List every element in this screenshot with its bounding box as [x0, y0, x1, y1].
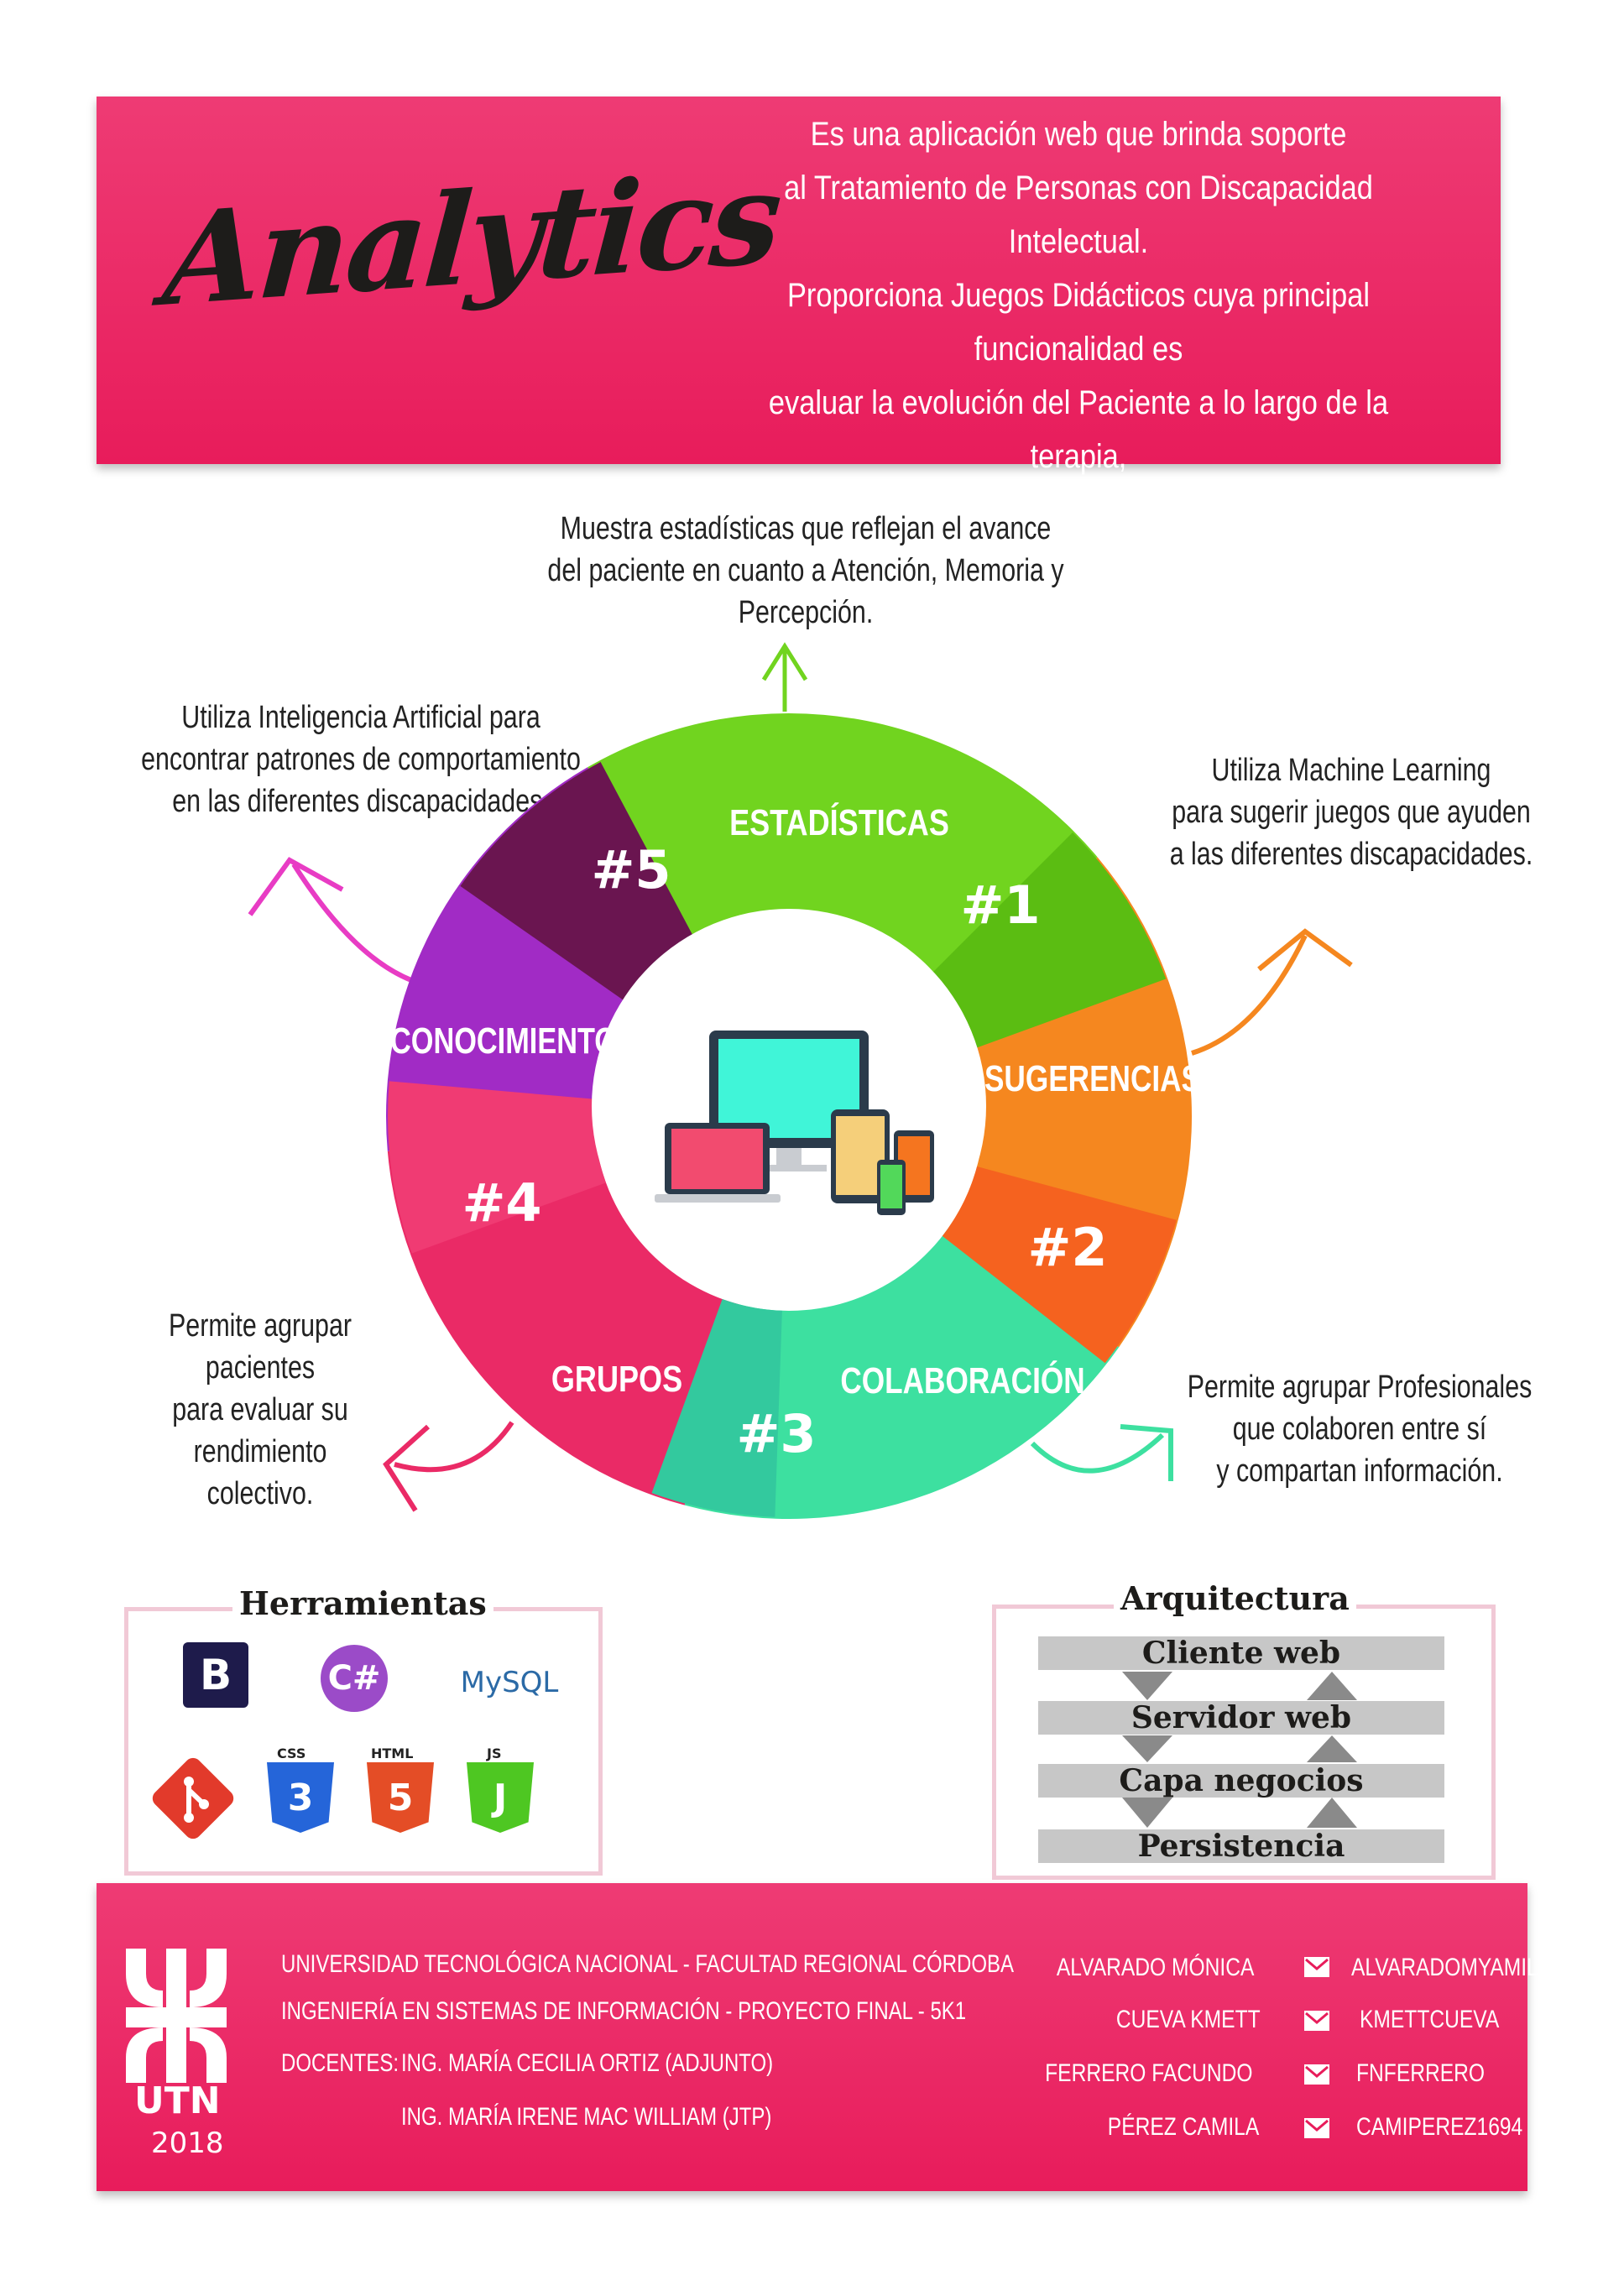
css3-label: CSS [277, 1745, 306, 1761]
devices-icon [655, 1031, 934, 1215]
html5-icon: 5 [367, 1762, 434, 1833]
mysql-icon: MySQL [460, 1666, 559, 1699]
app-description: Es una aplicación web que brinda soporte… [761, 116, 1396, 582]
number-label-5: #5 [591, 839, 671, 900]
footer-banner [97, 1883, 1527, 2191]
number-label-4: #4 [462, 1172, 541, 1234]
arrow-colaboracion [1030, 1424, 1173, 1481]
segment-label-grupos: GRUPOS [551, 1359, 682, 1400]
js-label: JS [487, 1745, 502, 1761]
footer-docente-1: ING. MARÍA CECILIA ORTIZ (ADJUNTO) [401, 2049, 774, 2077]
number-label-3: #3 [736, 1403, 816, 1464]
footer-year: 2018 [151, 2126, 224, 2160]
tools-title: Herramientas [232, 1584, 493, 1622]
arrow-conocimiento [248, 857, 413, 983]
bubble-1 [927, 832, 1167, 1050]
bubble-4 [388, 1081, 606, 1254]
bubble-5 [460, 761, 698, 1004]
arrow-grupos [383, 1421, 514, 1512]
ring-number-bubbles [388, 761, 1177, 1517]
header-banner [97, 97, 1501, 464]
author-name: FERRERO FACUNDO [1045, 2059, 1253, 2087]
annotation-conocimiento: Utiliza Inteligencia Artificial para enc… [141, 700, 581, 819]
annotation-grupos: Permite agrupar pacientes para evaluar s… [169, 1308, 352, 1511]
number-label-1: #1 [960, 874, 1040, 936]
architecture-title: Arquitectura [1114, 1579, 1356, 1617]
bubble-3 [651, 1299, 782, 1517]
utn-logo-icon [126, 1949, 227, 2083]
segment-colaboracion [684, 1228, 1120, 1519]
author-email[interactable]: CAMIPEREZ1694 [1356, 2113, 1523, 2141]
bubble-2 [942, 1166, 1177, 1364]
annotation-estadisticas: Muestra estadísticas que reflejan el ava… [547, 511, 1064, 630]
git-icon [152, 1757, 234, 1839]
bootstrap-icon: B [183, 1642, 248, 1708]
mail-icons [1304, 1957, 1329, 2138]
segment-label-conocimiento: CONOCIMIENTO [390, 1020, 617, 1062]
author-email[interactable]: KMETTCUEVA [1360, 2006, 1500, 2033]
annotation-colaboracion: Permite agrupar Profesionales que colabo… [1187, 1370, 1533, 1489]
author-name: PÉREZ CAMILA [1107, 2113, 1260, 2141]
architecture-layer-negocios: Capa negocios [1038, 1764, 1444, 1798]
segment-label-sugerencias: SUGERENCIAS [984, 1058, 1201, 1099]
architecture-layer-servidor: Servidor web [1038, 1701, 1444, 1735]
number-label-2: #2 [1027, 1217, 1107, 1278]
arrow-estadisticas [761, 642, 808, 712]
footer-career: INGENIERÍA EN SISTEMAS DE INFORMACIÓN - … [281, 1997, 967, 2025]
html5-label: HTML [371, 1745, 414, 1761]
author-email[interactable]: FNFERRERO [1356, 2059, 1486, 2087]
architecture-arrows [1122, 1672, 1357, 1828]
footer-docente-2: ING. MARÍA IRENE MAC WILLIAM (JTP) [401, 2103, 772, 2131]
csharp-icon: C# [321, 1645, 388, 1712]
css3-icon: 3 [267, 1762, 334, 1833]
segment-label-estadisticas: ESTADÍSTICAS [729, 802, 949, 843]
footer-docentes-label: DOCENTES: [281, 2049, 399, 2077]
author-name: ALVARADO MÓNICA [1056, 1954, 1255, 1981]
segment-estadisticas [587, 713, 1098, 991]
js-icon: J [467, 1762, 534, 1833]
footer-university: UNIVERSIDAD TECNOLÓGICA NACIONAL - FACUL… [281, 1950, 1015, 1978]
utn-label: UTN [134, 2079, 221, 2122]
segment-label-colaboracion: COLABORACIÓN [840, 1359, 1084, 1401]
architecture-layer-cliente: Cliente web [1038, 1636, 1444, 1670]
arrow-sugerencias [1191, 928, 1353, 1056]
author-email[interactable]: ALVARADOMYAMIL [1351, 1954, 1538, 1981]
architecture-layer-persistencia: Persistencia [1038, 1829, 1444, 1863]
author-name: CUEVA KMETT [1115, 2006, 1261, 2033]
annotation-sugerencias: Utiliza Machine Learning para sugerir ju… [1169, 753, 1533, 872]
